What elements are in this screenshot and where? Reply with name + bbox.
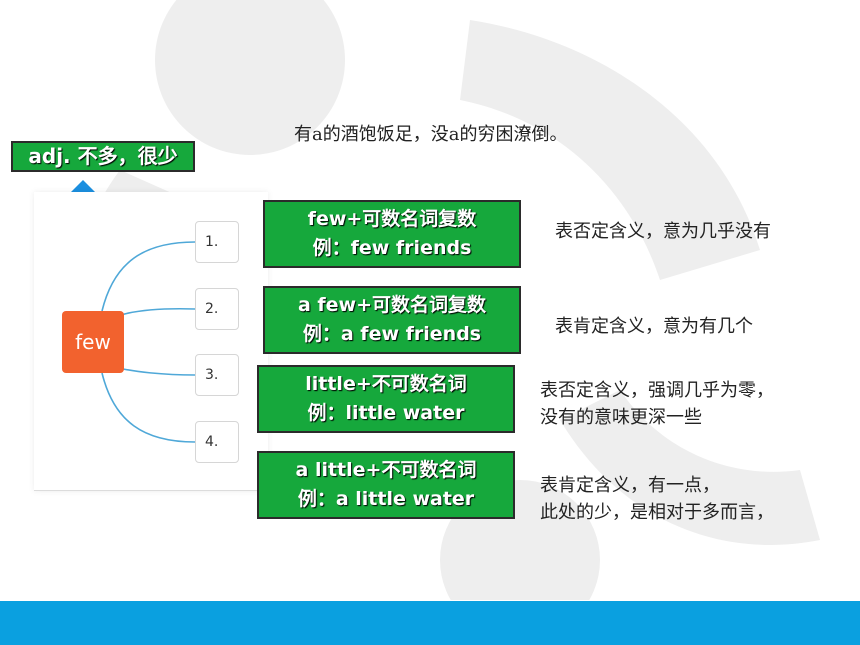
rule-example: 例：few friends bbox=[312, 237, 472, 259]
rule-example: 例：a little water bbox=[297, 488, 475, 510]
description-line: 表肯定含义，意为有几个 bbox=[555, 316, 753, 337]
rule-example: 例：little water bbox=[307, 402, 465, 424]
rule-pattern: few+可数名词复数 bbox=[307, 208, 477, 230]
description-line: 表否定含义，强调几乎为零， bbox=[540, 380, 774, 401]
mindmap-panel: few 1. 2. 3. 4. bbox=[34, 192, 268, 491]
rule-box-a-few: a few+可数名词复数 例：a few friends bbox=[263, 286, 521, 354]
description-line: 没有的意味更深一些 bbox=[540, 407, 702, 428]
rule-pattern: a little+不可数名词 bbox=[295, 459, 477, 481]
rule-description-a-little: 表肯定含义，有一点， 此处的少，是相对于多而言， bbox=[540, 472, 774, 526]
description-line: 表否定含义，意为几乎没有 bbox=[555, 221, 771, 242]
footer-band bbox=[0, 601, 860, 645]
rule-description-little: 表否定含义，强调几乎为零， 没有的意味更深一些 bbox=[540, 377, 774, 431]
description-line: 此处的少，是相对于多而言， bbox=[540, 502, 774, 523]
rule-box-a-little: a little+不可数名词 例：a little water bbox=[257, 451, 515, 519]
rule-example: 例：a few friends bbox=[302, 323, 482, 345]
description-line: 表肯定含义，有一点， bbox=[540, 475, 720, 496]
rule-box-few: few+可数名词复数 例：few friends bbox=[263, 200, 521, 268]
rule-box-little: little+不可数名词 例：little water bbox=[257, 365, 515, 433]
proverb-text: 有a的酒饱饭足，没a的穷困潦倒。 bbox=[294, 124, 568, 145]
rule-description-a-few: 表肯定含义，意为有几个 bbox=[555, 313, 753, 340]
mindmap-item-2[interactable]: 2. bbox=[195, 288, 239, 330]
adj-definition-label: adj. 不多，很少 bbox=[11, 141, 195, 172]
mindmap-item-3[interactable]: 3. bbox=[195, 354, 239, 396]
mindmap-item-4[interactable]: 4. bbox=[195, 421, 239, 463]
rule-description-few: 表否定含义，意为几乎没有 bbox=[555, 218, 771, 245]
rule-pattern: little+不可数名词 bbox=[305, 373, 467, 395]
mindmap-center-node[interactable]: few bbox=[62, 311, 124, 373]
rule-pattern: a few+可数名词复数 bbox=[297, 294, 487, 316]
mindmap-item-1[interactable]: 1. bbox=[195, 221, 239, 263]
